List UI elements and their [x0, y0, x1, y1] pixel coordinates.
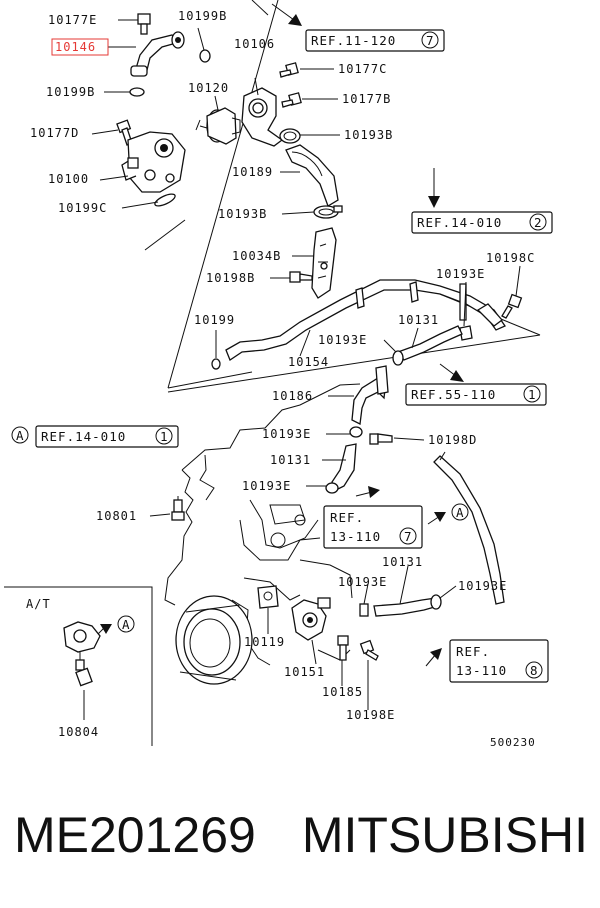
ref-box-55-110[interactable]: REF.55-110 1 [405, 383, 547, 406]
ref-box-14-010-1[interactable]: REF.14-010 1 [35, 425, 179, 448]
water-pipe-assembly [211, 227, 523, 370]
marker-a-mid[interactable]: A [451, 503, 469, 521]
label-10193B: 10193B [344, 128, 393, 142]
label-10106: 10106 [234, 37, 275, 51]
ref-box-13-110-7[interactable]: REF. 13-110 7 [323, 505, 423, 549]
ref-box-13-110-8[interactable]: REF. 13-110 8 [449, 639, 549, 683]
label-10199C: 10199C [58, 201, 107, 215]
outlet-assembly [116, 13, 211, 207]
svg-text:A: A [16, 428, 25, 443]
label-10131: 10131 [382, 555, 423, 569]
label-10131: 10131 [398, 313, 439, 327]
diagram-code: 500230 [490, 736, 536, 749]
ref-text: REF.14-010 [41, 429, 126, 444]
label-10198B: 10198B [206, 271, 255, 285]
ref-num: 8 [530, 663, 539, 678]
label-10120: 10120 [188, 81, 229, 95]
label-10100: 10100 [48, 172, 89, 186]
diagram-canvas: 10177E 10146 10199B 10199B 10177D 10100 … [4, 0, 553, 749]
label-10198E: 10198E [346, 708, 395, 722]
ref-text: REF.14-010 [417, 215, 502, 230]
ref-num: 1 [528, 387, 537, 402]
ref-text: REF.11-120 [311, 33, 396, 48]
label-10193B: 10193B [218, 207, 267, 221]
ref-text-line1: REF. [456, 644, 490, 659]
label-10151: 10151 [284, 665, 325, 679]
label-10198C: 10198C [486, 251, 535, 265]
label-10154: 10154 [288, 355, 329, 369]
label-10193E: 10193E [436, 267, 485, 281]
ref-num: 2 [534, 215, 543, 230]
label-10199B: 10199B [46, 85, 95, 99]
label-10193E: 10193E [458, 579, 507, 593]
leader-lines [91, 19, 521, 710]
label-10199: 10199 [194, 313, 235, 327]
engine-block [164, 383, 361, 685]
label-10185: 10185 [322, 685, 363, 699]
label-10034B: 10034B [232, 249, 281, 263]
ref-num: 7 [426, 33, 435, 48]
svg-text:A: A [122, 617, 131, 632]
label-10193E: 10193E [242, 479, 291, 493]
ref-text-line1: REF. [330, 510, 364, 525]
footer: ME201269 MITSUBISHI [14, 806, 588, 864]
label-10177C: 10177C [338, 62, 387, 76]
label-10193E: 10193E [262, 427, 311, 441]
ref-num: 7 [404, 529, 413, 544]
at-inset [4, 586, 153, 746]
ref-box-14-010-2[interactable]: REF.14-010 2 [411, 211, 553, 234]
bypass-assembly [171, 365, 505, 661]
label-10193E: 10193E [318, 333, 367, 347]
svg-text:A: A [456, 505, 465, 520]
label-10189: 10189 [232, 165, 273, 179]
brand-name: MITSUBISHI [301, 807, 588, 863]
label-10131: 10131 [270, 453, 311, 467]
marker-a-left[interactable]: A [11, 426, 29, 444]
part-labels: 10177E 10146 10199B 10199B 10177D 10100 … [26, 9, 536, 749]
label-10804: 10804 [58, 725, 99, 739]
marker-a-inset[interactable]: A [117, 615, 135, 633]
arrows [95, 3, 464, 667]
label-10146-highlighted: 10146 [55, 40, 96, 54]
label-10193E: 10193E [338, 575, 387, 589]
label-10199B: 10199B [178, 9, 227, 23]
ref-text-line2: 13-110 [330, 529, 381, 544]
label-10177B: 10177B [342, 92, 391, 106]
label-10186: 10186 [272, 389, 313, 403]
label-10177E: 10177E [48, 13, 97, 27]
ref-text: REF.55-110 [411, 387, 496, 402]
ref-text-line2: 13-110 [456, 663, 507, 678]
highlight-box [51, 38, 109, 56]
label-10177D: 10177D [30, 126, 79, 140]
inset-label: A/T [26, 597, 51, 611]
label-10119: 10119 [244, 635, 285, 649]
ref-box-11-120[interactable]: REF.11-120 7 [305, 29, 445, 52]
ref-num: 1 [160, 429, 169, 444]
label-10198D: 10198D [428, 433, 477, 447]
label-10801: 10801 [96, 509, 137, 523]
part-number: ME201269 [14, 807, 256, 863]
